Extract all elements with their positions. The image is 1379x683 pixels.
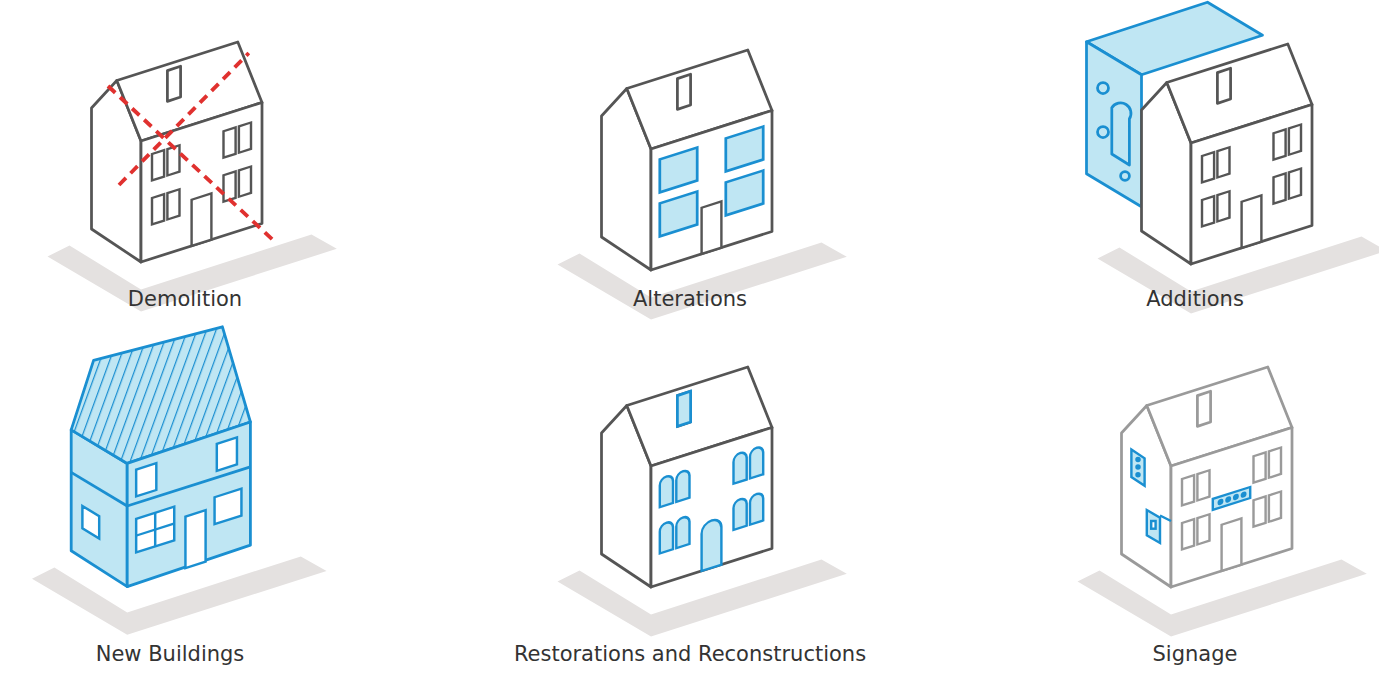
demolition-house — [48, 42, 337, 312]
alterations-house — [558, 50, 847, 320]
restoration-house — [558, 367, 847, 637]
signage-house — [1078, 367, 1367, 637]
caption-label: Alterations — [633, 287, 747, 312]
caption-label: Signage — [1153, 642, 1238, 667]
caption-label: Demolition — [128, 287, 242, 312]
additions-house — [1087, 2, 1379, 313]
caption-label: New Buildings — [96, 642, 245, 667]
caption-label: Restorations and Reconstructions — [514, 642, 866, 667]
caption-label: Additions — [1146, 287, 1244, 312]
new-building-house — [32, 327, 327, 635]
sign-panels — [1131, 450, 1250, 544]
